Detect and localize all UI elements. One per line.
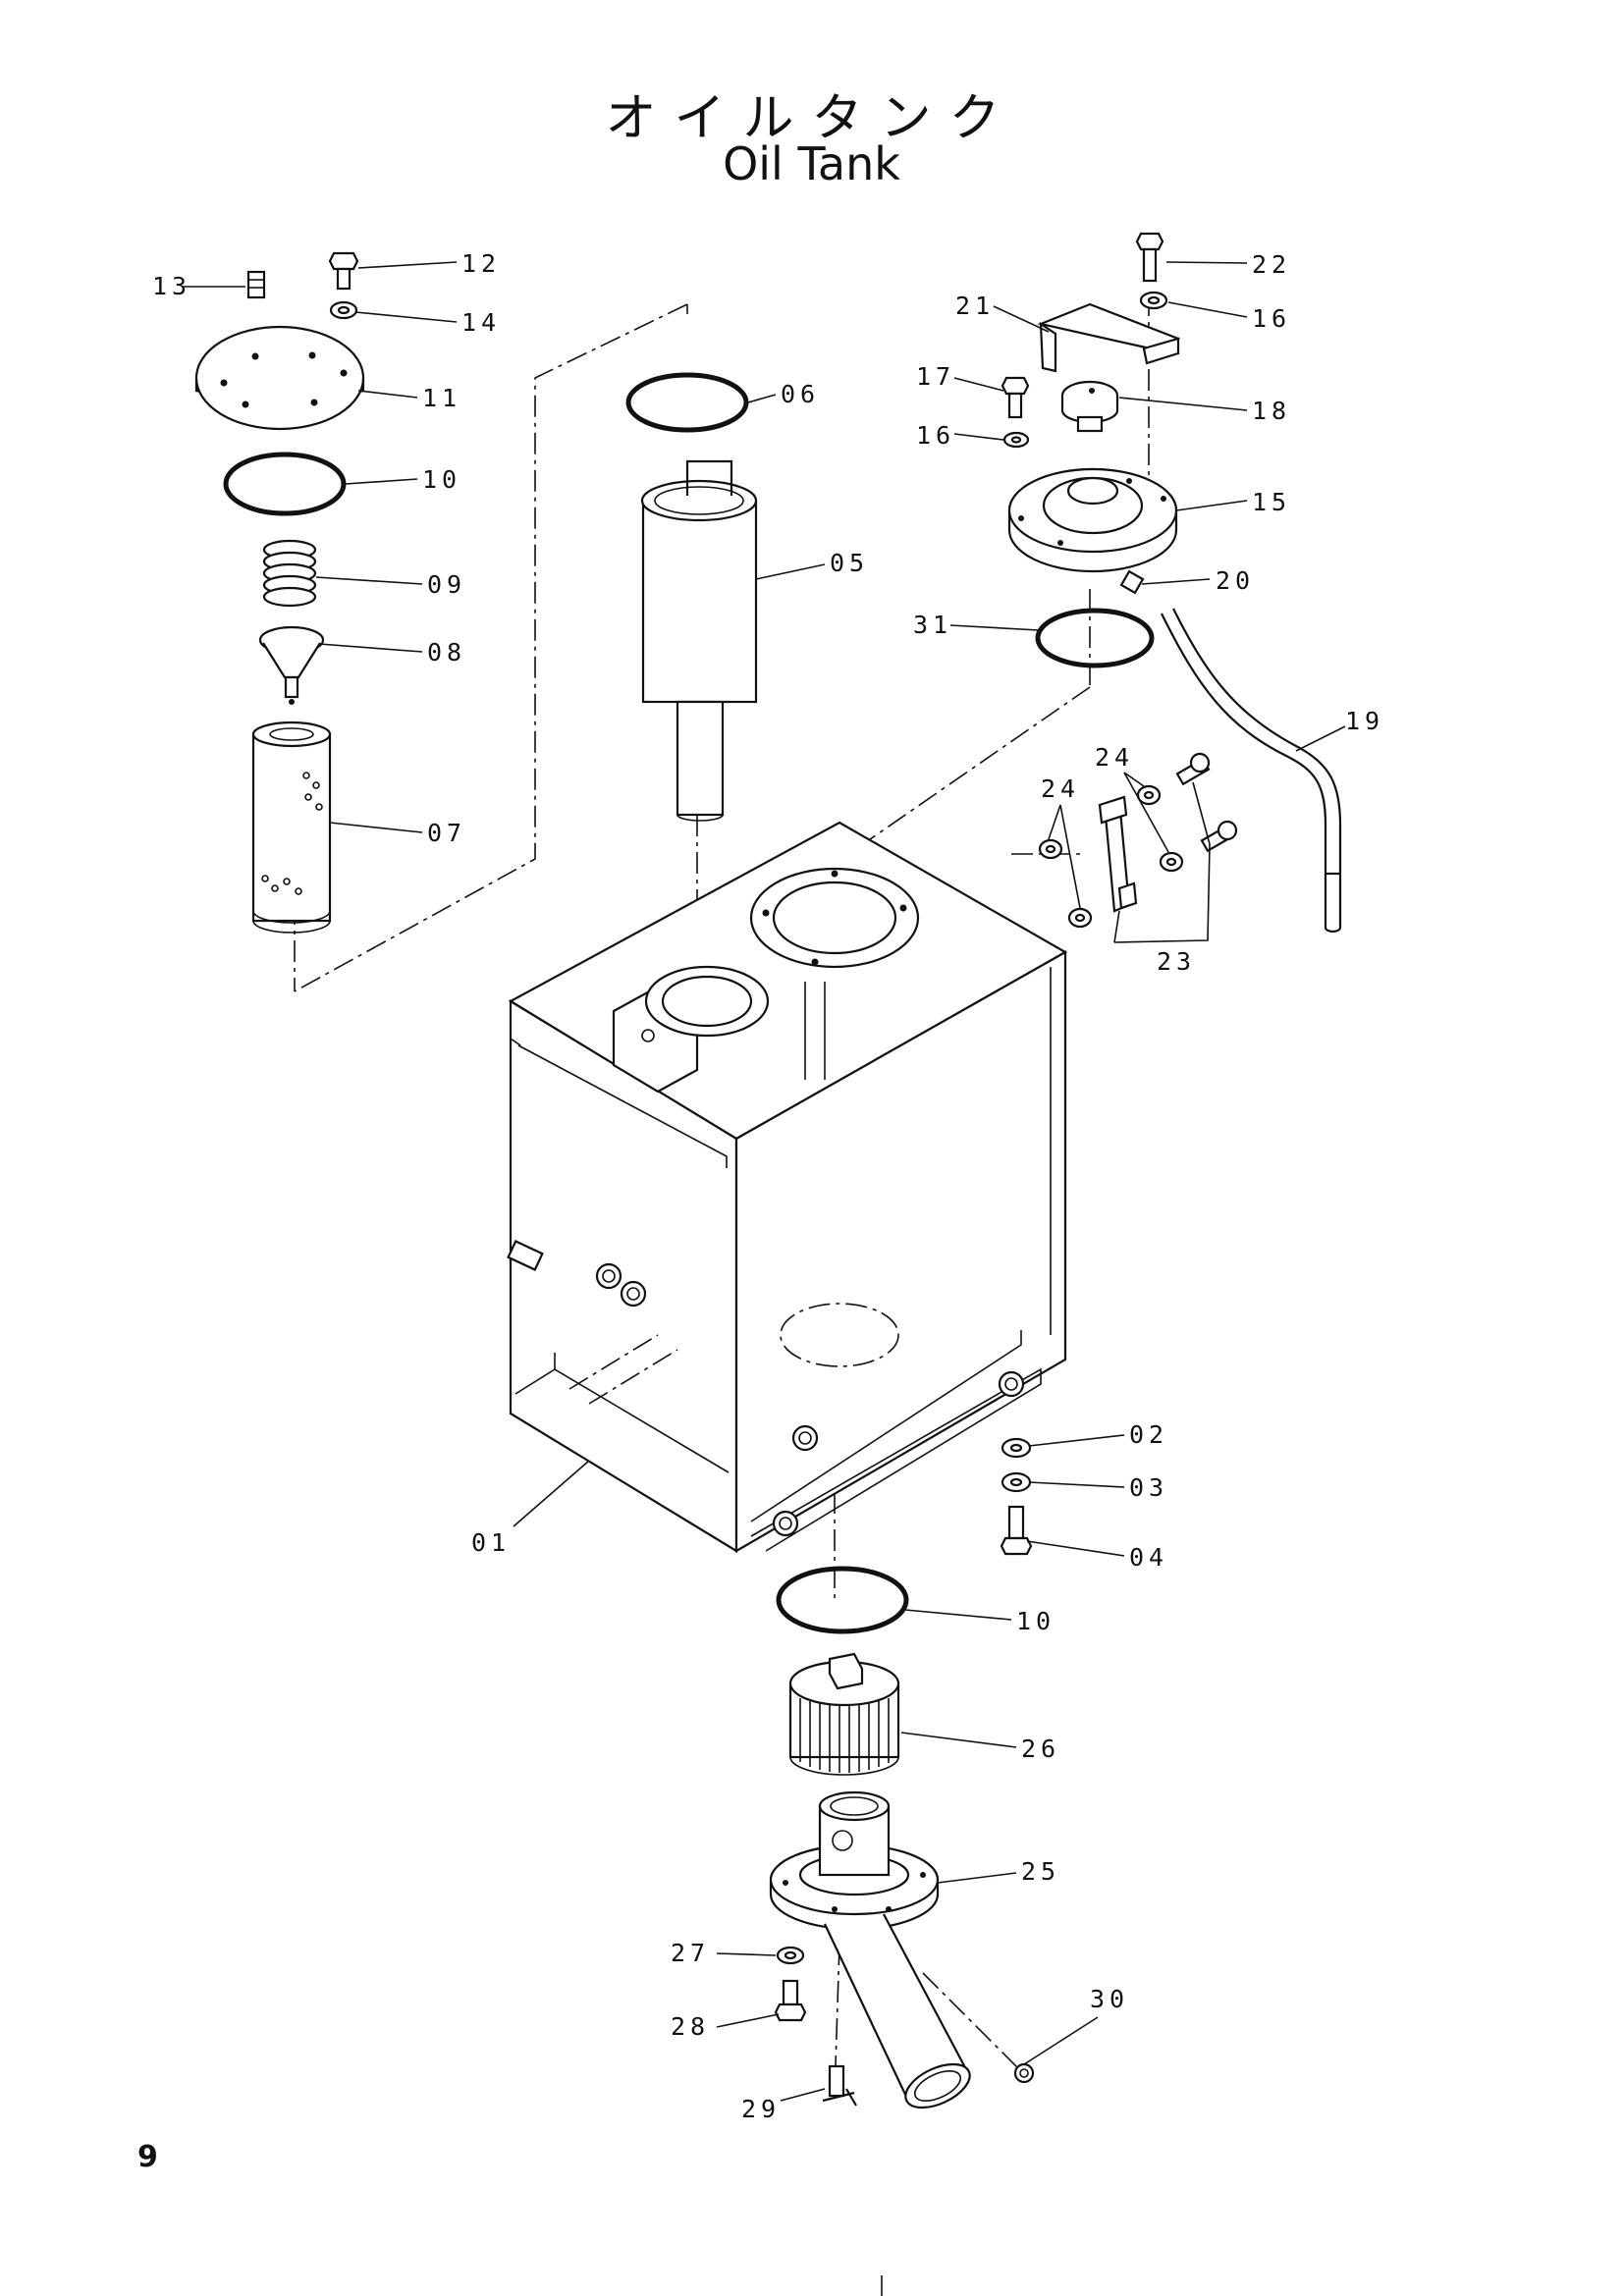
part-26-strainer [788,1652,900,1776]
callout-01: 01 [471,1528,511,1557]
part-20-elbow-fitting [1119,569,1145,595]
callout-05: 05 [830,549,869,577]
callout-14: 14 [461,308,501,337]
callout-07: 07 [427,819,466,847]
part-14-washer [329,300,358,320]
callout-19: 19 [1345,707,1384,735]
part-08-valve [258,625,325,705]
part-09-spring [262,539,317,608]
callout-17: 17 [916,362,955,391]
part-19-hose [1161,608,1342,934]
callout-09: 09 [427,570,466,599]
page-number: 9 [137,2140,158,2174]
part-16-washer-upper [1139,291,1168,310]
callout-27: 27 [671,1939,710,1967]
part-10-o-ring-lower [776,1566,909,1634]
part-03-washer [1001,1471,1032,1493]
part-23-screws [1175,752,1238,853]
callout-04: 04 [1129,1543,1168,1572]
part-16-washer-lower [1002,431,1030,449]
callout-10-upper: 10 [422,465,461,494]
part-10-o-ring-upper [223,452,347,516]
callout-16-lower: 16 [916,421,955,450]
part-27-washer [776,1946,805,1965]
part-17-bolt [1001,376,1030,419]
part-11-cover-plate [194,325,365,431]
part-31-o-ring [1035,608,1155,668]
part-29-drain-cock [822,2064,857,2107]
part-07-filter-element [251,721,332,934]
callout-03: 03 [1129,1473,1168,1502]
callout-16-upper: 16 [1252,304,1291,333]
callout-26: 26 [1021,1735,1060,1763]
part-23-level-gauge [1098,795,1138,913]
callout-18: 18 [1252,397,1291,425]
callout-22: 22 [1252,250,1291,279]
callout-02: 02 [1129,1420,1168,1449]
part-06-o-ring [625,372,749,433]
part-21-bracket [1037,302,1181,373]
part-30-plug [1013,2062,1035,2084]
callout-21: 21 [955,292,995,320]
callout-11: 11 [422,384,461,412]
callout-08: 08 [427,638,466,667]
part-05-filter-case [640,459,758,822]
callout-25: 25 [1021,1857,1060,1886]
part-28-bolt [774,1979,807,2022]
callout-24-right: 24 [1095,743,1134,772]
callout-10-lower: 10 [1016,1607,1055,1635]
callout-30: 30 [1090,1985,1129,2013]
callout-labels: 13 12 14 11 10 09 08 07 06 05 22 21 16 1… [152,249,1384,2123]
callout-12: 12 [461,249,501,278]
part-13-breather-plug [246,270,266,299]
part-12-bolt [328,251,359,291]
callout-31: 31 [913,611,952,639]
part-22-bolt [1135,232,1164,283]
title-japanese: オイルタンク [605,89,1018,148]
part-04-bolt [1000,1505,1033,1556]
callout-15: 15 [1252,488,1291,516]
callout-06: 06 [781,380,820,408]
callout-24-left: 24 [1041,774,1080,803]
part-25-suction-pipe [769,1790,971,2109]
part-01-tank [507,821,1068,1553]
part-02-washer [1001,1437,1032,1459]
callout-23: 23 [1157,947,1196,976]
title-english: Oil Tank [723,137,900,190]
callout-28: 28 [671,2012,710,2041]
callout-29: 29 [741,2095,781,2123]
leader-lines [182,261,1346,2102]
part-18-cap [1060,380,1119,433]
callout-13: 13 [152,272,191,300]
callout-20: 20 [1216,566,1255,595]
part-15-flange [1007,467,1178,573]
part-24-washers [1038,784,1184,929]
